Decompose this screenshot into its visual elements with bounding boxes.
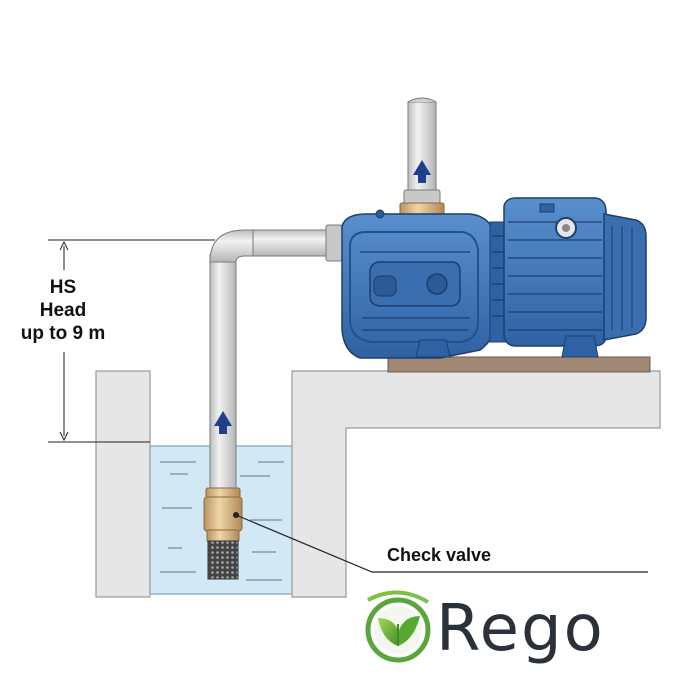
head-label-line-2: Head bbox=[39, 300, 87, 321]
head-label-line-1: HS bbox=[49, 277, 77, 298]
well-left-wall bbox=[95, 370, 151, 598]
check-valve-leader-line bbox=[235, 514, 648, 573]
suction-pipe bbox=[209, 224, 343, 494]
delivery-flow-arrow bbox=[413, 160, 431, 183]
head-label-line-3: up to 9 m bbox=[20, 323, 106, 344]
delivery-pipe bbox=[399, 97, 445, 216]
head-label: HS Head up to 9 m bbox=[8, 276, 118, 345]
base-plate bbox=[387, 356, 651, 373]
strainer-mesh bbox=[207, 540, 239, 580]
rego-logo-icon bbox=[365, 590, 431, 663]
well bbox=[95, 370, 661, 598]
check-valve bbox=[203, 487, 648, 580]
head-dimension bbox=[48, 239, 215, 443]
ground-ledge bbox=[291, 370, 661, 598]
suction-flow-arrow bbox=[214, 411, 232, 434]
brand-name: Rego bbox=[436, 592, 605, 666]
motor bbox=[503, 197, 607, 347]
water-ripples bbox=[160, 461, 284, 581]
check-valve-label: Check valve bbox=[387, 545, 492, 565]
jet-pump bbox=[341, 197, 651, 373]
